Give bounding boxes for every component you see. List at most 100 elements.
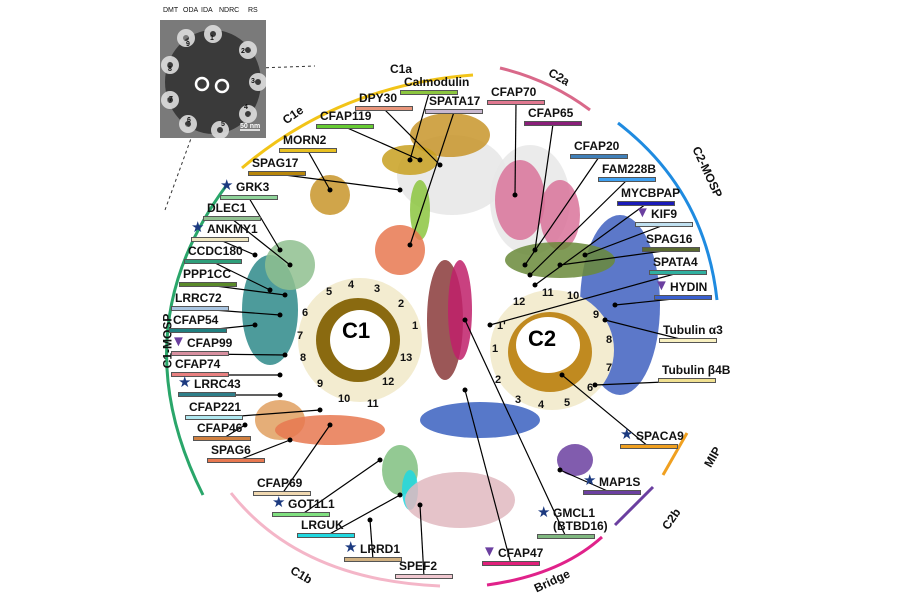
- c1-protofilament-number: 6: [302, 307, 309, 319]
- arrowhead: [487, 322, 493, 328]
- doublet-number: 9: [186, 41, 190, 48]
- color-key-spaca9: [620, 444, 678, 449]
- protein-name: Calmodulin: [404, 75, 470, 89]
- arrowhead: [277, 312, 283, 318]
- arrowhead: [317, 407, 323, 413]
- protein-name: CFAP99: [187, 336, 233, 350]
- protein-name: GMCL1: [553, 506, 595, 520]
- arrowhead: [462, 317, 468, 323]
- color-key-gmcl1: [537, 534, 595, 539]
- color-key-hydin: [654, 295, 712, 300]
- color-key-cfap65: [524, 121, 582, 126]
- region-arc-mip: [661, 432, 689, 476]
- c2-protofilament-number: 4: [538, 399, 545, 411]
- c1-protofilament-number: 9: [317, 378, 324, 390]
- protein-label-gmcl1: GMCL1(BTBD16): [553, 507, 608, 533]
- protein-name: GOT1L1: [288, 497, 335, 511]
- pointer-arrow-cfap119: [344, 126, 421, 161]
- arrowhead: [277, 372, 283, 378]
- c1-protofilament-number: 1: [412, 320, 419, 332]
- inset-label: ODA: [183, 7, 199, 14]
- doublet-number: 7: [169, 96, 173, 103]
- protein-name: CFAP47: [498, 546, 544, 560]
- protein-name: CFAP74: [175, 357, 221, 371]
- c2-protofilament-number: 10: [567, 290, 580, 302]
- arrowhead: [252, 322, 258, 328]
- pointer-arrow-spata4: [489, 272, 679, 326]
- protein-label-lrguk: LRGUK: [301, 519, 344, 532]
- arrowhead: [512, 192, 518, 198]
- triangle-icon: ▼: [654, 277, 669, 294]
- protein-density: [310, 175, 350, 215]
- pointer-arrow-spata17: [409, 111, 455, 246]
- protein-label-spag16: SPAG16: [646, 233, 692, 246]
- protein-name: DPY30: [359, 91, 398, 105]
- pointer-arrow-spag16: [559, 249, 672, 266]
- color-key-lrrc43: [178, 392, 236, 397]
- region-arc-c1b: [229, 492, 441, 588]
- color-key-cfap70: [487, 100, 545, 105]
- pointer-arrow-gmcl1: [464, 319, 567, 538]
- arrowhead: [602, 317, 608, 323]
- c1-label: C1: [342, 318, 371, 343]
- protein-name: CFAP20: [574, 139, 620, 153]
- protein-label-ccdc180: CCDC180: [188, 245, 243, 258]
- c1-protofilament-number: 12: [382, 376, 395, 388]
- protein-label-dpy30: DPY30: [359, 92, 397, 105]
- star-icon: ★: [191, 219, 205, 236]
- protein-label-cfap47: CFAP47: [498, 547, 543, 560]
- color-key-dlec1: [203, 216, 261, 221]
- color-key-spag17: [248, 171, 306, 176]
- protein-label-cfap65: CFAP65: [528, 107, 573, 120]
- star-icon: ★: [344, 539, 358, 556]
- protein-density: [540, 180, 580, 250]
- protein-density: [375, 225, 425, 275]
- protein-label-cfap119: CFAP119: [320, 110, 371, 123]
- color-key-grk3: [220, 195, 278, 200]
- color-key-spag16: [642, 247, 700, 252]
- pointer-arrow-mycbpap: [534, 203, 647, 286]
- color-key-cfap47: [482, 561, 540, 566]
- pointer-arrow-fam228b: [529, 179, 628, 276]
- pointer-arrow-cfap69: [281, 424, 331, 495]
- protein-label-cfap70: CFAP70: [491, 86, 536, 99]
- protein-label-spata17: SPATA17: [429, 95, 480, 108]
- protein-name: CCDC180: [188, 244, 243, 258]
- doublet-number: 5: [221, 121, 225, 128]
- protein-label-ankmy1: ANKMY1: [207, 223, 258, 236]
- protein-density: [275, 415, 385, 445]
- arrowhead: [287, 437, 293, 443]
- color-key-mycbpap: [617, 201, 675, 206]
- color-key-spef2: [395, 574, 453, 579]
- protein-name: GRK3: [236, 180, 270, 194]
- protein-name: SPAG16: [646, 232, 693, 246]
- doublet-number: 3: [251, 78, 255, 85]
- star-icon: ★: [537, 504, 551, 521]
- arrowhead: [417, 157, 423, 163]
- c1-protofilament-number: 3: [374, 283, 381, 295]
- arrowhead: [532, 282, 538, 288]
- pointer-arrow-map1s: [559, 469, 613, 494]
- protein-label-hydin: HYDIN: [670, 281, 707, 294]
- c1-lumen: [330, 310, 390, 370]
- c2-protofilament-number: 3: [515, 394, 522, 406]
- c2-protofilament-number: 2: [495, 374, 502, 386]
- protein-name: MORN2: [283, 133, 327, 147]
- arrowhead: [327, 187, 333, 193]
- protein-density: [505, 242, 615, 278]
- pointer-arrow-spag6: [235, 439, 291, 462]
- c1-protofilament-number: 13: [400, 352, 413, 364]
- axoneme-cross-section: [161, 25, 267, 139]
- protein-name: Tubulin β4B: [662, 363, 731, 377]
- protein-label-mycbpap: MYCBPAP: [621, 187, 680, 200]
- c2-protofilament-number: 8: [606, 334, 613, 346]
- pointer-arrow-got1l1: [300, 459, 381, 516]
- protein-name: DLEC1: [207, 201, 247, 215]
- protein-name: SPEF2: [399, 559, 438, 573]
- c2-protofilament-number: 7: [606, 362, 613, 374]
- pointer-arrow-cfap70: [514, 102, 517, 196]
- region-arc-c2-mosp: [617, 121, 719, 301]
- star-icon: ★: [178, 374, 192, 391]
- protein-label-cfap69: CFAP69: [257, 477, 302, 490]
- c1-protofilament-number: 7: [297, 330, 304, 342]
